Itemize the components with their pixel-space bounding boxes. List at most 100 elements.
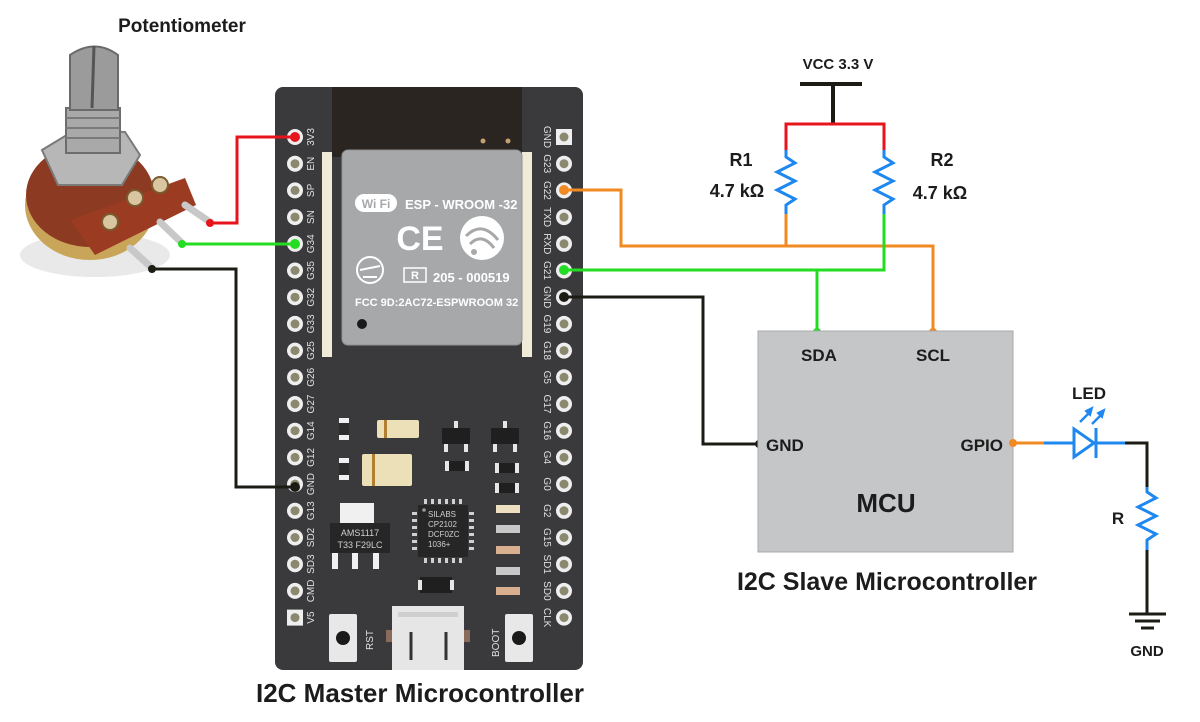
pin-left-sp: SP xyxy=(287,182,317,199)
pin-label: G34 xyxy=(306,234,317,253)
pin-right-g16: G16 xyxy=(541,421,572,441)
r-mark: R xyxy=(411,270,419,282)
vcc-label: VCC 3.3 V xyxy=(803,56,874,73)
pin-right-clk: CLK xyxy=(541,608,572,628)
pin-label: CLK xyxy=(541,608,552,628)
pin-label: G33 xyxy=(306,314,317,333)
vcc-wire xyxy=(784,122,886,150)
pin-left-g32: G32 xyxy=(287,287,317,307)
pin-left-sd2: SD2 xyxy=(287,527,317,547)
wifi-logo-icon: Wi Fi xyxy=(355,194,397,212)
pin-label: CMD xyxy=(306,580,317,603)
ground-icon xyxy=(1129,612,1166,630)
boot-label: BOOT xyxy=(491,629,502,657)
pin-label: SD1 xyxy=(541,554,552,574)
r1-name: R1 xyxy=(729,150,752,170)
wire-pot-gnd xyxy=(152,267,295,489)
pin-label: G22 xyxy=(541,181,552,200)
chip-line2: CP2102 xyxy=(428,520,457,529)
pin-left-g35: G35 xyxy=(287,261,317,280)
pin-label: G35 xyxy=(306,261,317,280)
pin-label: SD3 xyxy=(306,554,317,574)
pin-label: G2 xyxy=(541,504,552,518)
gnd-pin-label: GND xyxy=(766,436,804,455)
pin-right-g18: G18 xyxy=(541,341,572,360)
led-label: LED xyxy=(1072,384,1106,403)
pin-right-rxd: RXD xyxy=(541,233,572,254)
r1-resistor-icon xyxy=(773,150,799,214)
led-resistor-icon xyxy=(1134,487,1160,550)
telec-mark-icon xyxy=(356,256,384,284)
pin-right-g17: G17 xyxy=(541,395,572,414)
regulator-line2: T33 F29LC xyxy=(337,540,383,550)
mcu-box xyxy=(757,330,1014,553)
pin-label: G18 xyxy=(541,341,552,360)
pin-label: RXD xyxy=(541,233,552,254)
pin-label: GND xyxy=(306,473,317,495)
pin-label: G21 xyxy=(541,261,552,280)
ce-mark: CE xyxy=(396,220,443,258)
module-name: ESP - WROOM -32 xyxy=(405,197,517,212)
chip-line1: SILABS xyxy=(428,510,456,519)
pin-right-g15: G15 xyxy=(541,528,572,547)
smd-components xyxy=(339,418,520,595)
pin-left-g33: G33 xyxy=(287,314,317,333)
ground-label: GND xyxy=(1130,643,1164,660)
boot-button[interactable]: BOOT xyxy=(491,614,533,662)
pin-label: G16 xyxy=(541,421,552,440)
pin-label: 3V3 xyxy=(306,128,317,146)
mcu-label: MCU xyxy=(856,488,915,518)
pin-left-v5: V5 xyxy=(287,609,317,626)
right-pin-header: GNDG23G22TXDRXDG21GNDG19G18G5G17G16G4G0G… xyxy=(541,126,572,628)
slave-mcu: SDA SCL GND GPIO MCU xyxy=(757,330,1014,553)
pin-label: G12 xyxy=(306,448,317,467)
esp-wroom-32-module: Wi Fi ESP - WROOM -32 CE R 205 - 000519 … xyxy=(341,149,523,346)
sda-pin-label: SDA xyxy=(801,346,837,365)
pin-right-g23: G23 xyxy=(541,154,572,174)
pin-label: G17 xyxy=(541,395,552,414)
left-pin-header: 3V3ENSPSNG34G35G32G33G25G26G27G14G12GNDG… xyxy=(287,128,317,626)
wire-g22-scl xyxy=(564,188,935,332)
master-caption: I2C Master Microcontroller xyxy=(256,678,584,708)
voltage-regulator: AMS1117 T33 F29LC xyxy=(330,503,390,569)
r2-name: R2 xyxy=(930,150,953,170)
pin-right-sd1: SD1 xyxy=(541,554,572,574)
chip-line3: DCF0ZC xyxy=(428,530,460,539)
svg-text:Wi Fi: Wi Fi xyxy=(362,197,391,211)
esp32-board: Wi Fi ESP - WROOM -32 CE R 205 - 000519 … xyxy=(275,87,583,670)
pin-right-g2: G2 xyxy=(541,502,572,519)
pin-label: TXD xyxy=(541,207,552,227)
pin-left-en: EN xyxy=(287,155,317,172)
pullup-network: VCC 3.3 V R1 4.7 kΩ R2 4.7 kΩ xyxy=(710,56,967,214)
r2-value: 4.7 kΩ xyxy=(913,183,967,203)
wire-gnd-mcu xyxy=(564,295,759,446)
pin-label: SD2 xyxy=(306,527,317,547)
pin-label: G25 xyxy=(306,341,317,360)
pin-left-cmd: CMD xyxy=(287,580,317,603)
reset-button[interactable]: RST xyxy=(329,614,376,662)
wire-pot-3v3 xyxy=(210,135,295,225)
gpio-pin-label: GPIO xyxy=(960,436,1003,455)
pin-label: G26 xyxy=(306,367,317,386)
resistor-label: R xyxy=(1112,509,1124,528)
pin-right-g4: G4 xyxy=(541,449,572,466)
usb-port xyxy=(386,606,470,670)
pin-right-g0: G0 xyxy=(541,476,572,493)
pin-right-g19: G19 xyxy=(541,314,572,334)
pin-label: G5 xyxy=(541,371,552,385)
pin-label: G27 xyxy=(306,394,317,413)
pin-left-sd3: SD3 xyxy=(287,554,317,574)
pin-label: G0 xyxy=(541,477,552,491)
potentiometer-icon xyxy=(20,45,214,277)
module-pads xyxy=(322,152,532,357)
pin-left-g25: G25 xyxy=(287,341,317,360)
pin-label: GND xyxy=(541,286,552,308)
scl-pin-label: SCL xyxy=(916,346,950,365)
pin-label: SD0 xyxy=(541,581,552,601)
r2-resistor-icon xyxy=(871,150,897,214)
pin-label: G19 xyxy=(541,314,552,333)
slave-caption: I2C Slave Microcontroller xyxy=(737,568,1037,596)
usb-uart-chip: SILABS CP2102 DCF0ZC 1036+ xyxy=(412,499,474,563)
pin-label: SN xyxy=(306,210,317,224)
vcc-rail-icon xyxy=(800,82,862,124)
